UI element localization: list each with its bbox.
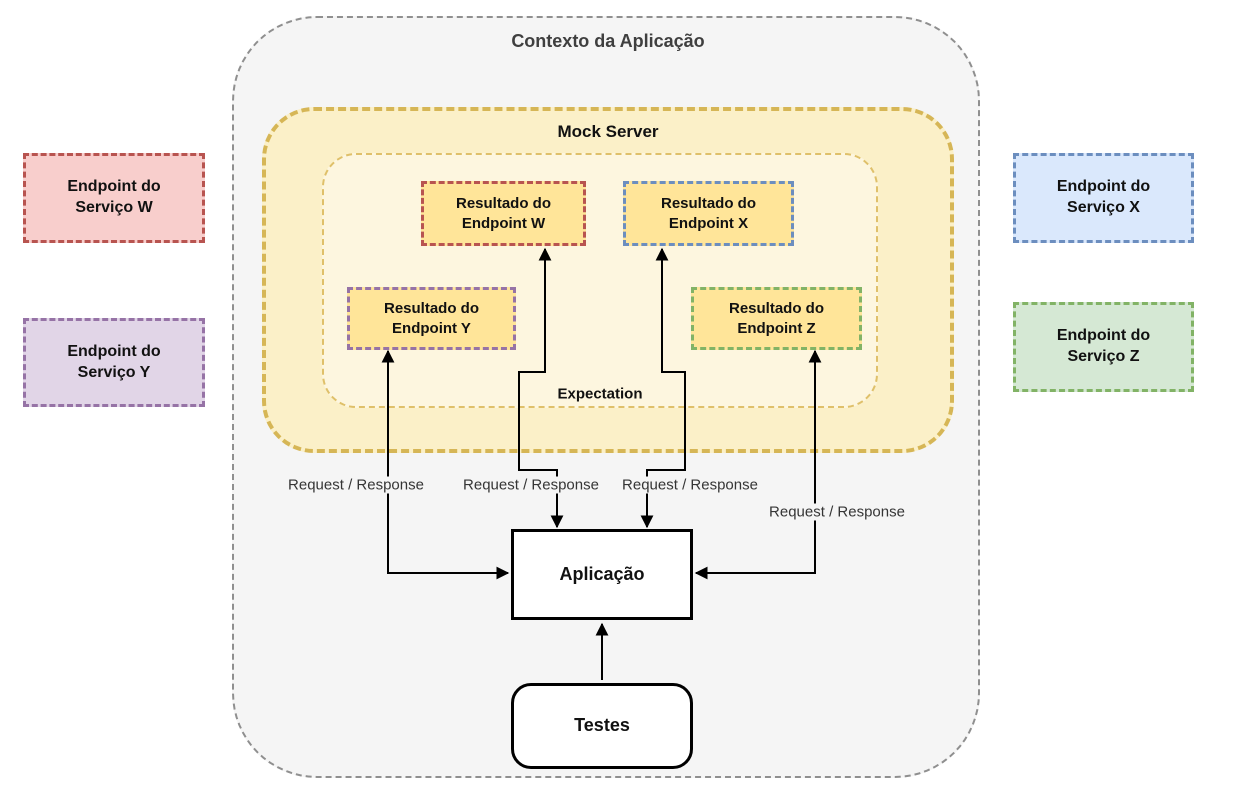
request-response-label-x: Request / Response (619, 476, 761, 494)
result-endpoint-w-label-line1: Resultado do (455, 195, 551, 212)
endpoint-service-z-label-line2: Serviço Z (1067, 348, 1140, 365)
endpoint-service-x-label-line1: Endpoint do (1056, 178, 1151, 196)
tests-box: Testes (511, 683, 693, 769)
endpoint-service-w-label-line1: Endpoint do (67, 178, 161, 196)
result-endpoint-z-box: Resultado do Endpoint Z (691, 287, 862, 350)
application-box: Aplicação (511, 529, 693, 620)
endpoint-service-z-label-line1: Endpoint do (1056, 327, 1151, 345)
endpoint-service-y-box: Endpoint do Serviço Y (23, 318, 205, 407)
tests-label: Testes (574, 715, 630, 736)
result-endpoint-y-label-line1: Resultado do (383, 300, 479, 317)
endpoint-service-x-label-line2: Serviço X (1067, 199, 1140, 216)
application-label: Aplicação (559, 563, 645, 584)
result-endpoint-x-label-line2: Endpoint X (668, 214, 749, 232)
result-endpoint-w-label-line2: Endpoint W (461, 214, 546, 232)
endpoint-service-w-box: Endpoint do Serviço W (23, 153, 205, 243)
endpoint-service-z-box: Endpoint do Serviço Z (1013, 302, 1194, 392)
endpoint-service-y-label-line2: Serviço Y (77, 363, 151, 381)
request-response-label-y: Request / Response (285, 476, 427, 494)
mock-server-inner-container (322, 153, 878, 408)
request-response-label-w: Request / Response (460, 476, 602, 494)
result-endpoint-y-label-line2: Endpoint Y (392, 319, 471, 337)
result-endpoint-y-box: Resultado do Endpoint Y (347, 287, 516, 350)
result-endpoint-x-label-line1: Resultado do (660, 195, 756, 212)
result-endpoint-x-box: Resultado do Endpoint X (623, 181, 794, 246)
endpoint-service-x-box: Endpoint do Serviço X (1013, 153, 1194, 243)
endpoint-service-w-label-line2: Serviço W (75, 199, 153, 216)
expectation-label: Expectation (557, 385, 643, 403)
result-endpoint-w-box: Resultado do Endpoint W (421, 181, 586, 246)
result-endpoint-z-label-line2: Endpoint Z (737, 319, 816, 337)
application-context-title: Contexto da Aplicação (511, 31, 705, 51)
request-response-label-z: Request / Response (766, 503, 908, 521)
endpoint-service-y-label-line1: Endpoint do (67, 342, 161, 360)
result-endpoint-z-label-line1: Resultado do (728, 300, 824, 317)
mock-server-title: Mock Server (557, 122, 659, 141)
